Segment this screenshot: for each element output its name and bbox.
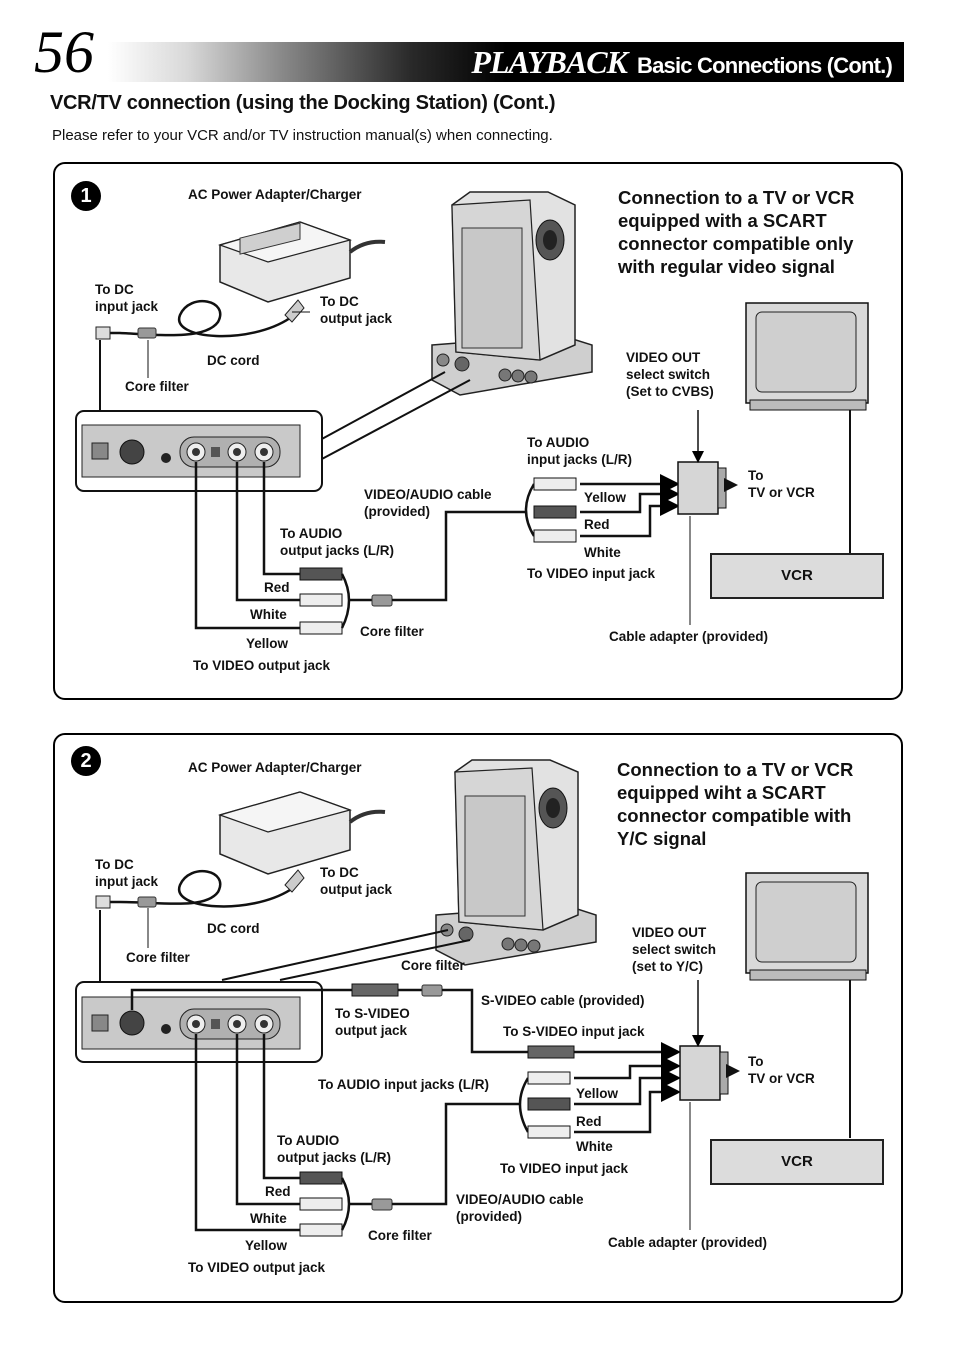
core-filter-bottom-label-2: Core filter bbox=[368, 1228, 432, 1243]
av-cable-label-2: VIDEO/AUDIO cable(provided) bbox=[456, 1192, 584, 1224]
tv-illustration bbox=[745, 302, 869, 411]
jack-panel-zoom-2 bbox=[75, 981, 323, 1063]
dc-cord-label-2: DC cord bbox=[207, 921, 260, 936]
ac-adapter-label: AC Power Adapter/Charger bbox=[188, 187, 362, 202]
cable-adapter-label: Cable adapter (provided) bbox=[609, 629, 769, 644]
rca-plugs-right bbox=[533, 477, 577, 543]
scart-adapter-2 bbox=[679, 1045, 729, 1101]
core-filter-bottom-2 bbox=[371, 1198, 393, 1211]
core-filter-top-label: Core filter bbox=[125, 379, 189, 394]
camcorder-dock-illustration-2 bbox=[435, 759, 597, 966]
cable-adapter-label-2: Cable adapter (provided) bbox=[608, 1235, 768, 1250]
white-left-label: White bbox=[250, 607, 287, 622]
ac-adapter-illustration-2 bbox=[218, 791, 386, 875]
svideo-plug-right bbox=[527, 1045, 575, 1059]
core-filter-top bbox=[137, 327, 157, 339]
intro-text: Please refer to your VCR and/or TV instr… bbox=[52, 127, 553, 144]
yellow-right-label-2: Yellow bbox=[576, 1086, 619, 1101]
ac-adapter-illustration bbox=[218, 221, 386, 303]
vcr-2: VCR bbox=[710, 1139, 884, 1185]
header-bar bbox=[108, 42, 904, 82]
camcorder-dock-illustration bbox=[431, 191, 593, 396]
vcr-1: VCR bbox=[710, 553, 884, 599]
red-left-label: Red bbox=[264, 580, 290, 595]
subheading: VCR/TV connection (using the Docking Sta… bbox=[50, 92, 556, 114]
core-filter-svideo bbox=[421, 984, 443, 997]
to-video-output-label-2: To VIDEO output jack bbox=[188, 1260, 326, 1275]
dc-cord-label: DC cord bbox=[207, 353, 260, 368]
ac-adapter-label-2: AC Power Adapter/Charger bbox=[188, 760, 362, 775]
core-filter-bottom-label: Core filter bbox=[360, 624, 424, 639]
to-svideo-input-label: To S-VIDEO input jack bbox=[503, 1024, 645, 1039]
svideo-cable-label: S-VIDEO cable (provided) bbox=[481, 993, 645, 1008]
yellow-left-label: Yellow bbox=[246, 636, 289, 651]
red-right-label-2: Red bbox=[576, 1114, 602, 1129]
core-filter-top-2 bbox=[137, 896, 157, 908]
core-filter-svideo-label: Core filter bbox=[401, 958, 465, 973]
rca-plugs-right-2 bbox=[527, 1071, 571, 1139]
red-right-label: Red bbox=[584, 517, 610, 532]
dc-cord-line bbox=[108, 299, 291, 338]
tv-illustration-2 bbox=[745, 872, 869, 981]
white-right-label: White bbox=[584, 545, 621, 560]
to-video-output-label: To VIDEO output jack bbox=[193, 658, 331, 673]
section-label: PLAYBACK bbox=[471, 44, 628, 80]
dc-cord-line-2 bbox=[108, 869, 291, 908]
white-left-label-2: White bbox=[250, 1211, 287, 1226]
svideo-plug-left bbox=[351, 983, 399, 997]
jack-panel-zoom bbox=[75, 410, 323, 492]
core-filter-top-label-2: Core filter bbox=[126, 950, 190, 965]
red-left-label-2: Red bbox=[265, 1184, 291, 1199]
page-number: 56 bbox=[34, 19, 94, 85]
yellow-right-label: Yellow bbox=[584, 490, 627, 505]
scart-adapter bbox=[677, 461, 727, 515]
page-title: PLAYBACK Basic Connections (Cont.) bbox=[471, 42, 892, 82]
to-video-input-label-2: To VIDEO input jack bbox=[500, 1161, 629, 1176]
to-video-input-label: To VIDEO input jack bbox=[527, 566, 656, 581]
rca-plugs-left bbox=[299, 567, 343, 635]
step-2-badge: 2 bbox=[71, 746, 101, 776]
white-right-label-2: White bbox=[576, 1139, 613, 1154]
to-audio-input-label-2: To AUDIO input jacks (L/R) bbox=[318, 1077, 489, 1092]
yellow-left-label-2: Yellow bbox=[245, 1238, 288, 1253]
av-cable-label: VIDEO/AUDIO cable(provided) bbox=[364, 487, 492, 519]
section-title: Basic Connections (Cont.) bbox=[636, 53, 893, 78]
rca-plugs-left-2 bbox=[299, 1171, 343, 1237]
step-1-badge: 1 bbox=[71, 181, 101, 211]
